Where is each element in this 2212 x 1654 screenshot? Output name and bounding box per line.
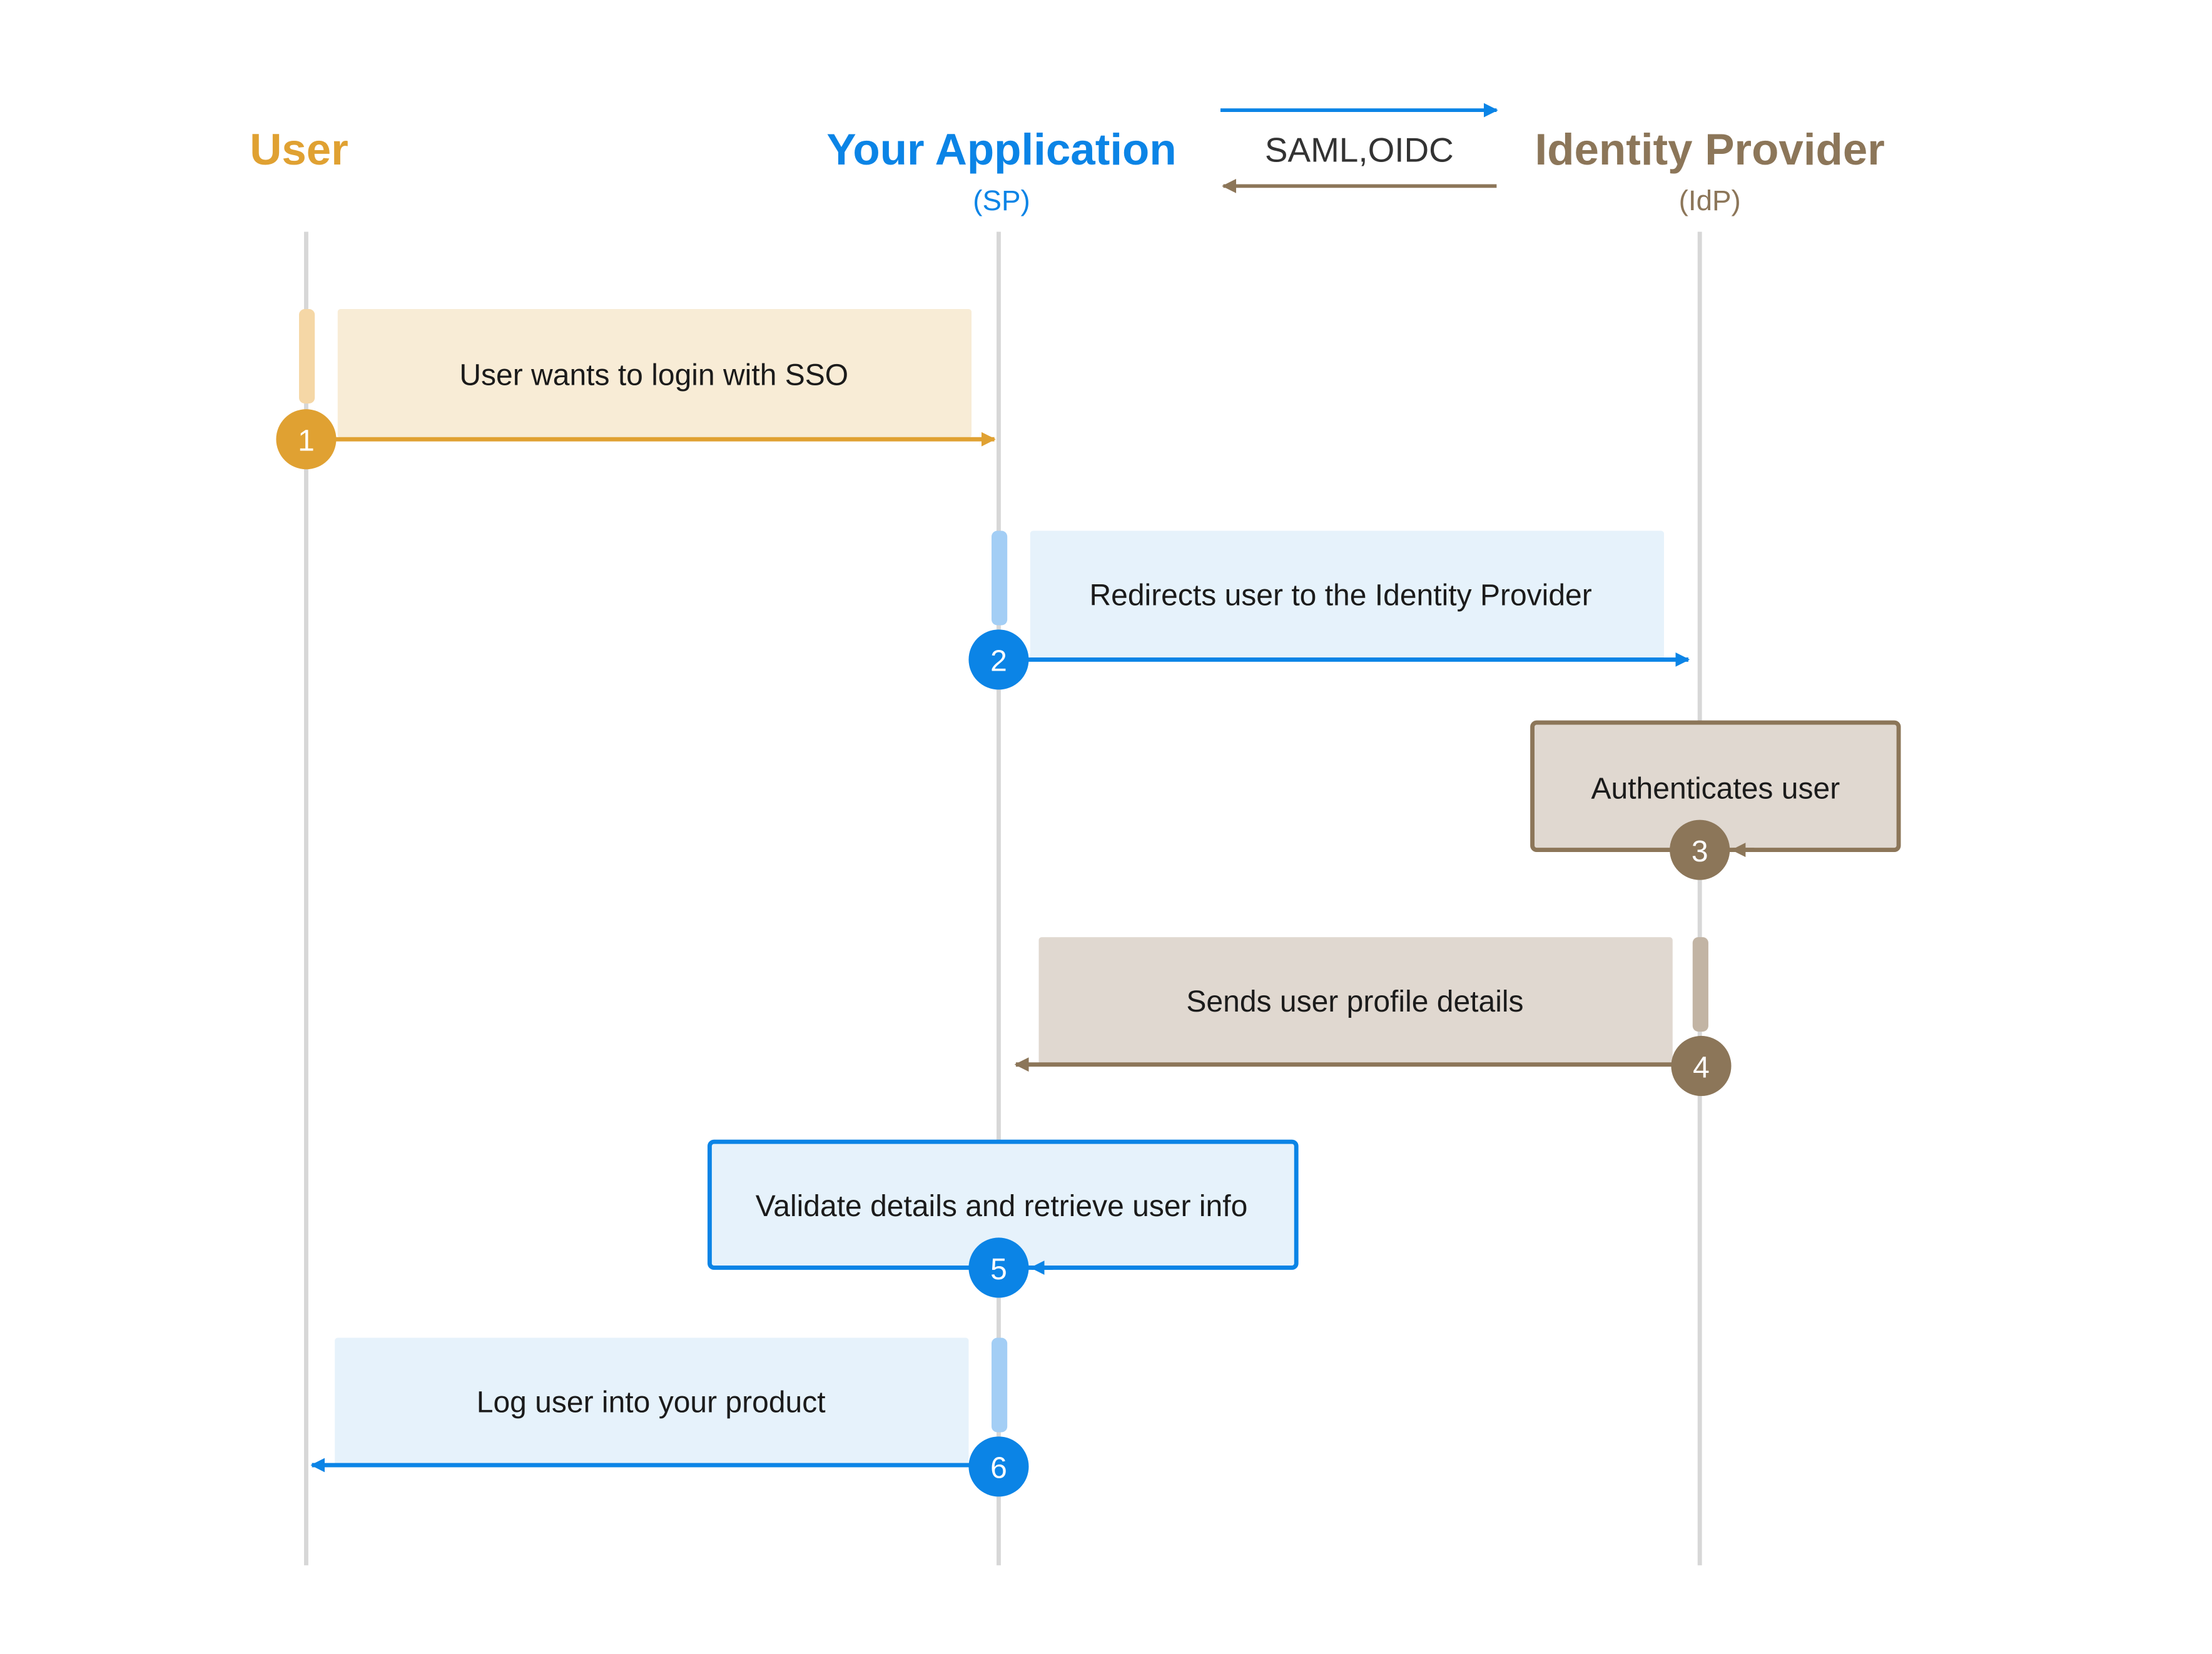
step-5-box bbox=[709, 1142, 1297, 1268]
step-1-box bbox=[337, 309, 972, 438]
step-6-number: 6 bbox=[990, 1452, 1007, 1485]
step-5-number: 5 bbox=[990, 1253, 1007, 1286]
step-6-activation bbox=[992, 1337, 1008, 1433]
step-4-activation bbox=[1692, 937, 1708, 1032]
step-3-badge bbox=[1670, 819, 1730, 880]
step-5-label: Validate details and retrieve user info bbox=[756, 1190, 1248, 1223]
step-2-number: 2 bbox=[990, 645, 1007, 678]
step-2-badge bbox=[968, 629, 1029, 690]
participant-user: User bbox=[250, 125, 348, 175]
step-3: Authenticates user 3 bbox=[1530, 720, 1901, 880]
legend-label: SAML,OIDC bbox=[1265, 130, 1454, 169]
step-6-box bbox=[335, 1337, 969, 1466]
participant-idp-name: Identity Provider bbox=[1535, 125, 1885, 175]
step-4-badge bbox=[1671, 1035, 1732, 1096]
step-6: Log user into your product 6 bbox=[310, 1337, 1029, 1497]
participant-user-name: User bbox=[250, 125, 348, 175]
participant-idp-sub: (IdP) bbox=[1679, 185, 1741, 216]
step-6-badge bbox=[968, 1436, 1029, 1497]
step-3-number: 3 bbox=[1692, 835, 1708, 868]
step-1: User wants to login with SSO 1 bbox=[276, 309, 996, 470]
step-2-label: Redirects user to the Identity Provider bbox=[1089, 579, 1591, 612]
step-1-label: User wants to login with SSO bbox=[459, 358, 848, 392]
protocol-legend: SAML,OIDC bbox=[1220, 103, 1498, 193]
step-4-number: 4 bbox=[1693, 1051, 1710, 1084]
step-2-activation bbox=[992, 530, 1008, 626]
step-4-box bbox=[1038, 937, 1673, 1065]
participant-app-sub: (SP) bbox=[973, 185, 1030, 216]
step-5: Validate details and retrieve user info … bbox=[708, 1139, 1299, 1298]
step-3-label: Authenticates user bbox=[1591, 772, 1840, 805]
step-6-label: Log user into your product bbox=[477, 1386, 826, 1419]
step-4: Sends user profile details 4 bbox=[1014, 937, 1732, 1096]
participant-app: Your Application (SP) bbox=[826, 125, 1176, 216]
step-3-box bbox=[1532, 723, 1899, 850]
step-4-label: Sends user profile details bbox=[1186, 985, 1523, 1018]
participant-idp: Identity Provider (IdP) bbox=[1535, 125, 1885, 216]
step-2: Redirects user to the Identity Provider … bbox=[968, 530, 1690, 690]
participant-app-name: Your Application bbox=[826, 125, 1176, 175]
step-2-box bbox=[1030, 530, 1665, 660]
step-1-badge bbox=[276, 409, 337, 470]
step-1-activation bbox=[299, 309, 315, 403]
step-1-number: 1 bbox=[298, 424, 315, 457]
step-5-badge bbox=[968, 1237, 1029, 1298]
